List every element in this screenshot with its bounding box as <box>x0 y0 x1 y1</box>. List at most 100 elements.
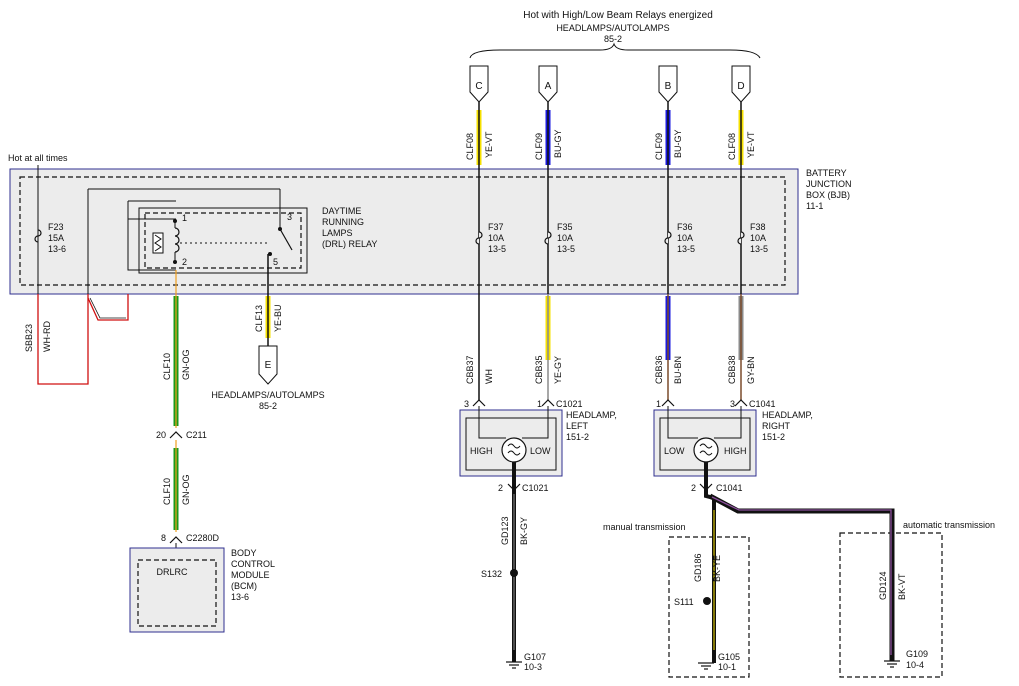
hl-right-pin-left-arrow <box>661 399 675 407</box>
wire-gd186-circuit: GD186 <box>693 553 703 582</box>
bcm-label-line4: (BCM) <box>231 581 257 591</box>
wire-clf10a-circuit: CLF10 <box>162 353 172 380</box>
drl-relay-dashed <box>144 212 302 269</box>
hl-left-pin-bottom: 2 <box>498 483 503 493</box>
relay-pin2-dot <box>173 260 177 264</box>
bjb-label-line1: BATTERY <box>806 168 847 178</box>
fuse-f37-symbol <box>475 231 483 245</box>
connector-d: D <box>731 65 751 103</box>
connector-a-letter: A <box>545 81 552 92</box>
relay-label-line4: (DRL) RELAY <box>322 239 377 249</box>
manual-trans-label: manual transmission <box>603 522 686 532</box>
header-brace <box>469 42 761 59</box>
hl-left-high-label: HIGH <box>470 446 493 456</box>
hot-at-all-times-label: Hot at all times <box>8 153 68 163</box>
c211-pin: 20 <box>156 430 166 440</box>
wire-clf13-color: YE-BU <box>273 304 283 332</box>
wire-clf10b-circuit: CLF10 <box>162 478 172 505</box>
hl-left-wire-high <box>478 406 506 439</box>
bjb-label-line2: JUNCTION <box>806 179 852 189</box>
wire-cbb38-color: GY-BN <box>746 356 756 384</box>
fuse-f35-name: F35 <box>557 222 573 232</box>
relay-coil-wire <box>127 218 176 271</box>
hl-right-high-label: HIGH <box>724 446 747 456</box>
hl-left-pin-right-arrow <box>541 399 555 407</box>
relay-pin1-dot <box>173 219 177 223</box>
hl-left-connector-bottom: C1021 <box>522 483 549 493</box>
wire-gd123-circuit: GD123 <box>500 516 510 545</box>
splice-s111-dot <box>703 597 711 605</box>
c2280d-connector-symbol <box>169 536 183 544</box>
wire-gd124-tracer <box>711 496 892 655</box>
fuse-f23-amps: 15A <box>48 233 64 243</box>
wire-gd124-circuit: GD124 <box>878 571 888 600</box>
bcm-label-line2: CONTROL <box>231 559 275 569</box>
automatic-trans-label: automatic transmission <box>903 520 995 530</box>
splice-s111-label: S111 <box>674 597 694 607</box>
fuse-f35-ref: 13-5 <box>557 244 575 254</box>
hl-left-filaments <box>507 443 521 456</box>
connector-a: A <box>538 65 558 103</box>
wire-gd124-color: BK-VT <box>897 573 907 600</box>
c2280d-name: C2280D <box>186 533 220 543</box>
hl-right-bulb <box>693 437 719 463</box>
ground-g109-icon <box>884 660 900 668</box>
fuse-f38-symbol <box>737 231 745 245</box>
bcm-drlrc-label: DRLRC <box>156 567 188 577</box>
hl-right-pin-right-arrow <box>734 399 748 407</box>
connector-b: B <box>658 65 678 103</box>
fuse-f37-amps: 10A <box>488 233 504 243</box>
relay-resistor <box>152 232 164 254</box>
fuse-f35-symbol <box>544 231 552 245</box>
wire-gd124 <box>708 493 895 661</box>
relay-label-line1: DAYTIME <box>322 206 361 216</box>
connector-e: E <box>258 345 278 385</box>
wire-label: CLF09 <box>654 133 664 160</box>
relay-pin1: 1 <box>182 213 187 223</box>
bjb-dashed-border <box>19 176 786 286</box>
ground-g107-ref: 10-3 <box>524 662 542 672</box>
wire-cbb37-circuit: CBB37 <box>465 355 475 384</box>
hl-right-pin-right: 3 <box>730 399 735 409</box>
relay-label-line3: LAMPS <box>322 228 353 238</box>
connector-b-letter: B <box>665 81 672 92</box>
connector-d-letter: D <box>737 81 744 92</box>
hl-left-wire-low <box>522 406 549 439</box>
c211-name: C211 <box>186 430 207 440</box>
bcm-label-line5: 13-6 <box>231 592 249 602</box>
wire-cbb36-circuit: CBB36 <box>654 355 664 384</box>
wire-label: BU-GY <box>673 129 683 158</box>
wire-label: YE-VT <box>484 131 494 158</box>
fuse-f38-name: F38 <box>750 222 766 232</box>
relay-pin3: 3 <box>287 212 292 222</box>
hl-right-connector-bottom: C1041 <box>716 483 743 493</box>
hl-left-low-label: LOW <box>530 446 551 456</box>
c211-connector-symbol <box>169 431 183 439</box>
relay-coil <box>174 227 180 253</box>
wire-label: CLF08 <box>727 133 737 160</box>
fuse-f23-symbol <box>34 229 42 243</box>
connector-e-label-line2: 85-2 <box>259 401 277 411</box>
hl-left-label-line3: 151-2 <box>566 432 589 442</box>
c2280d-pin: 8 <box>161 533 166 543</box>
fuse-f36-amps: 10A <box>677 233 693 243</box>
wire-label: CLF08 <box>465 133 475 160</box>
fuse-f23-ref: 13-6 <box>48 244 66 254</box>
splice-s132-dot <box>510 569 518 577</box>
fuse-f37-name: F37 <box>488 222 504 232</box>
ground-g105-icon <box>698 662 714 670</box>
hl-right-label-line3: 151-2 <box>762 432 785 442</box>
bjb-label-line4: 11-1 <box>806 201 823 211</box>
hl-left-label-line2: LEFT <box>566 421 589 431</box>
wire-cbb35-circuit: CBB35 <box>534 355 544 384</box>
hl-right-filaments <box>699 443 713 456</box>
hl-right-pin-left: 1 <box>656 399 661 409</box>
wire-sbb23-red <box>37 294 89 385</box>
fuse-f36-name: F36 <box>677 222 693 232</box>
wire-label: CLF09 <box>534 133 544 160</box>
ground-g107-name: G107 <box>524 652 546 662</box>
ground-g105-ref: 10-1 <box>718 662 736 672</box>
hl-right-label-line1: HEADLAMP, <box>762 410 813 420</box>
relay-switch <box>279 228 293 251</box>
